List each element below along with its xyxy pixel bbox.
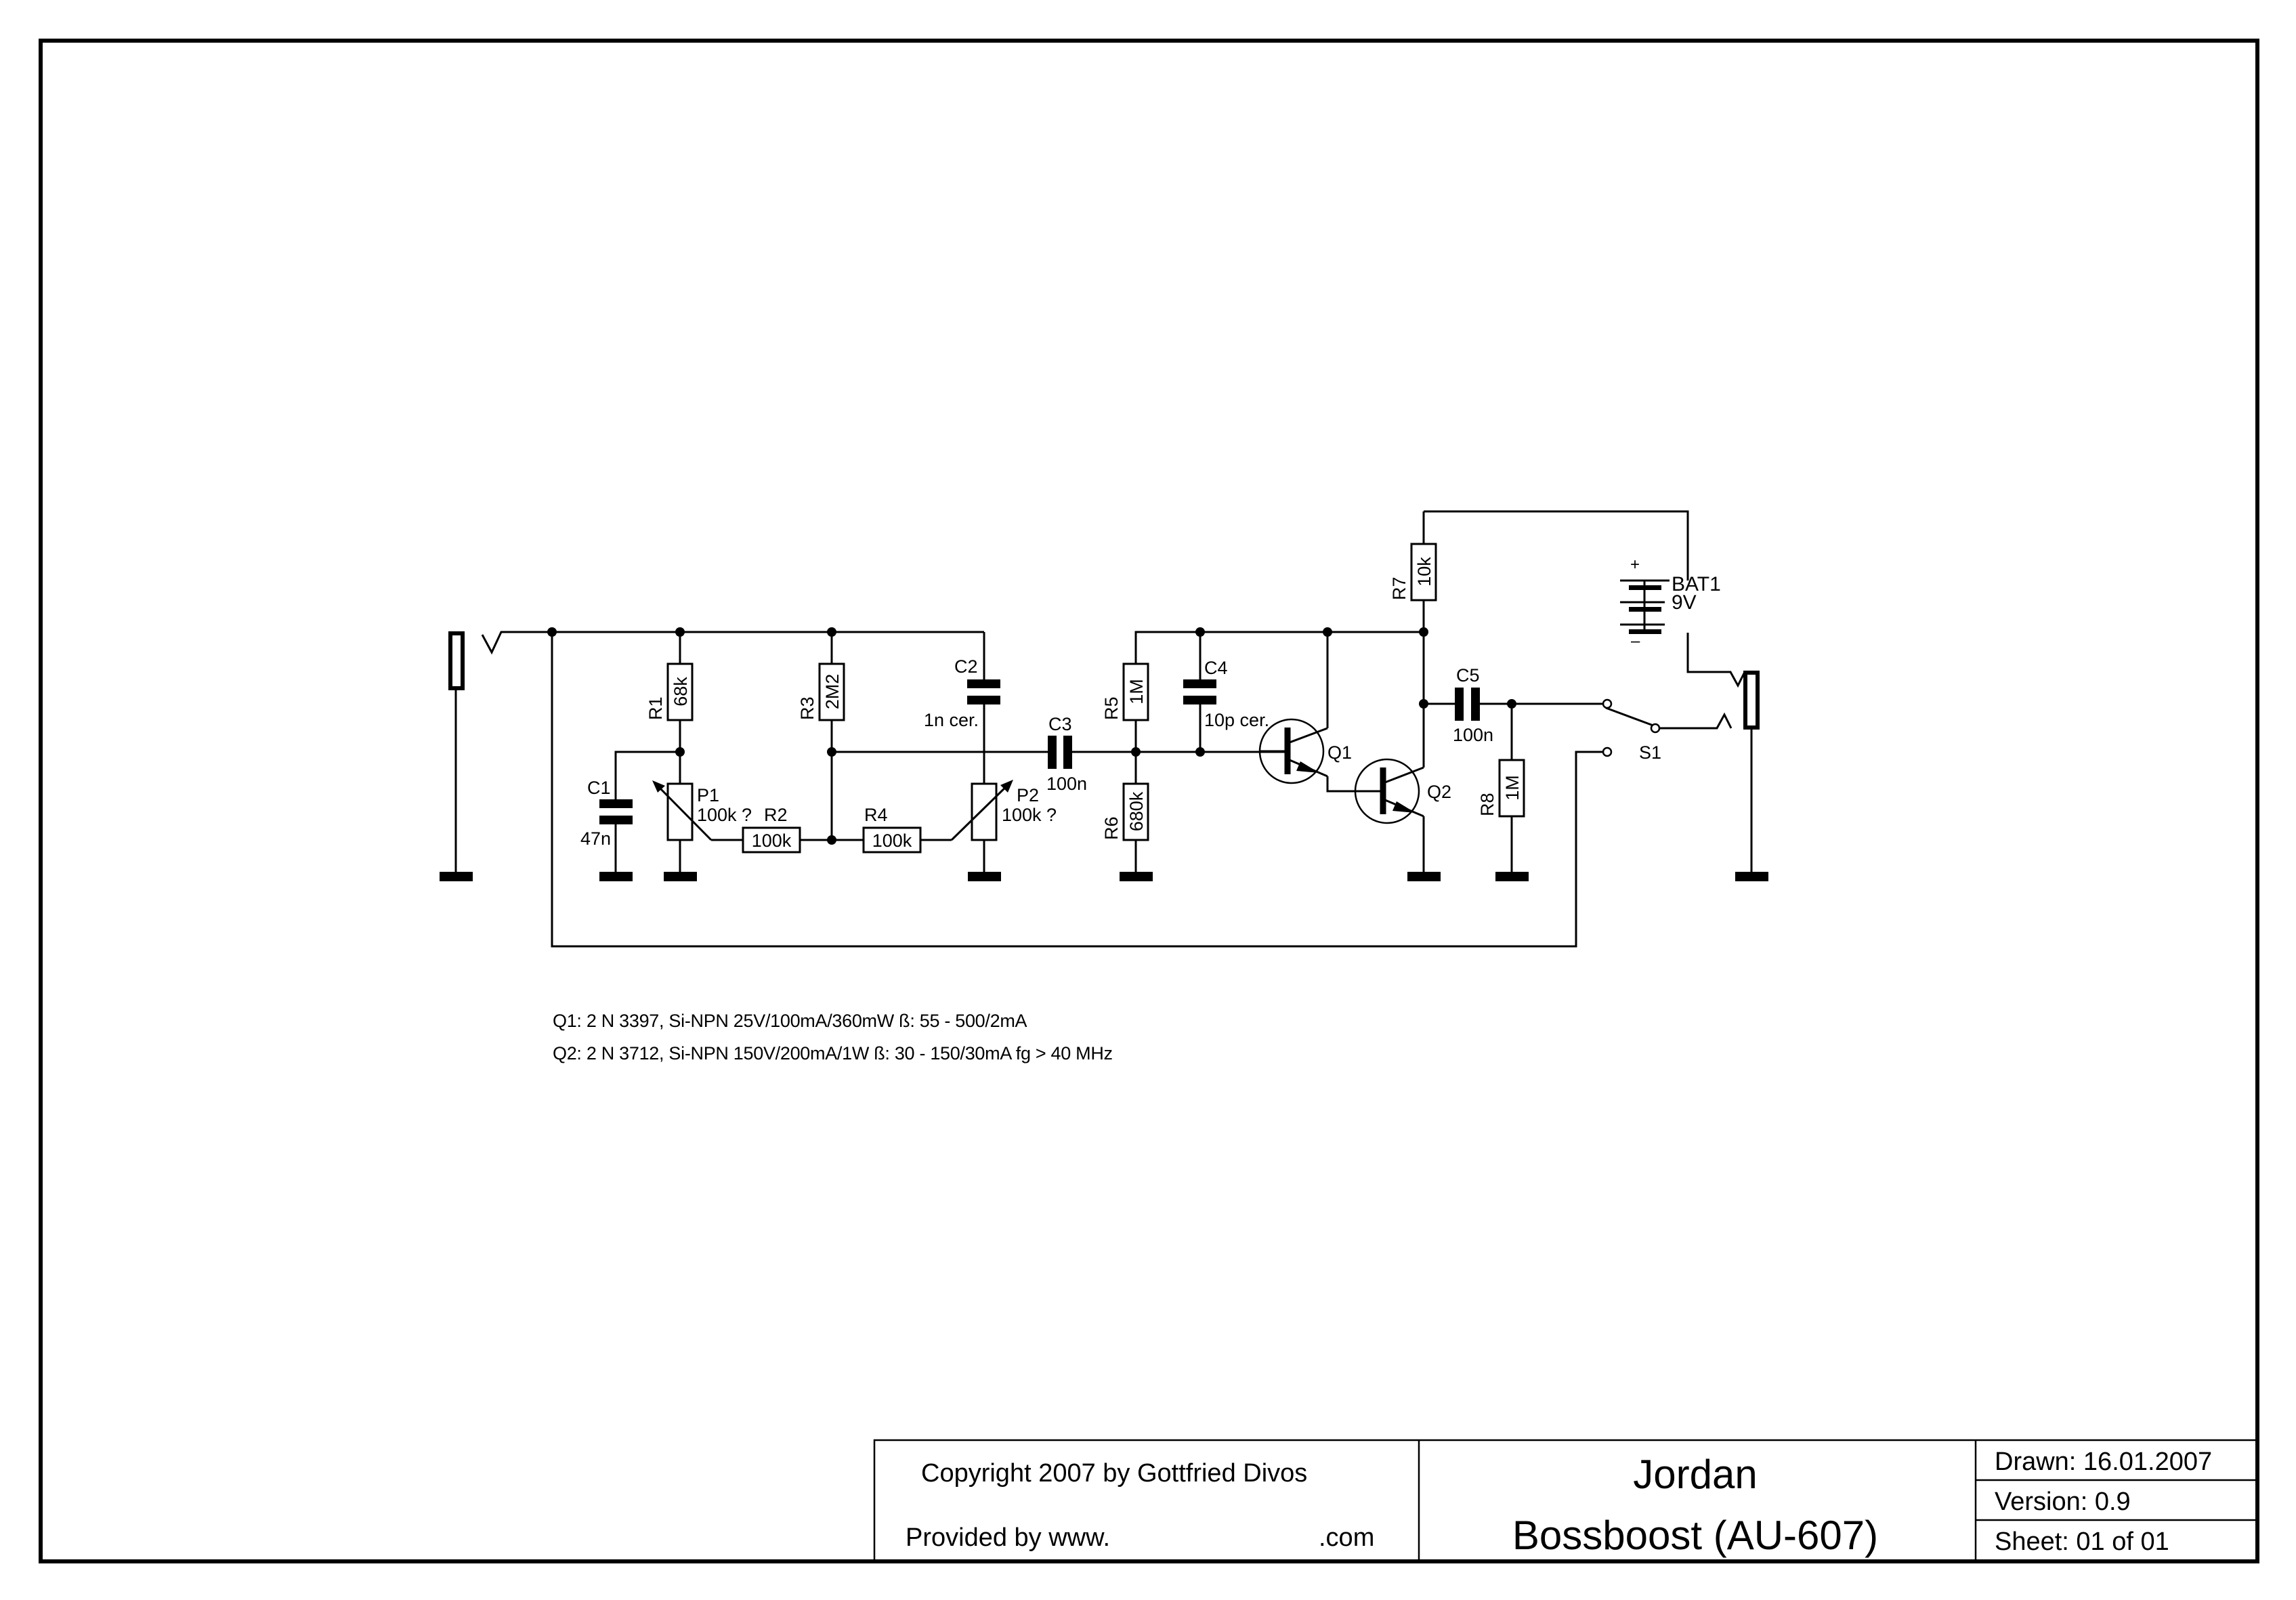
input-jack [448, 631, 465, 690]
copyright-text: Copyright 2007 by Gottfried Divos [921, 1459, 1307, 1488]
q2-ref: Q2 [1427, 782, 1451, 802]
title-block: Copyright 2007 by Gottfried Divos Provid… [873, 1439, 2259, 1563]
transistor-notes: Q1: 2 N 3397, Si-NPN 25V/100mA/360mW ß: … [553, 1011, 1113, 1064]
r5-ref: R5 [1101, 696, 1122, 720]
note-q2: Q2: 2 N 3712, Si-NPN 150V/200mA/1W ß: 30… [553, 1043, 1113, 1064]
resistor-r5: 1M R5 [1101, 662, 1149, 721]
title-line-2: Bossboost (AU-607) [1512, 1513, 1878, 1558]
r8-ref: R8 [1477, 793, 1497, 816]
resistor-r1: 68k R1 [645, 662, 694, 721]
jack-icon [448, 631, 465, 690]
r4-ref: R4 [864, 805, 888, 825]
c4-ref: C4 [1204, 658, 1228, 678]
provided-by-suffix: .com [1319, 1523, 1374, 1552]
s1-ref: S1 [1639, 742, 1661, 763]
switch-s1: S1 [1602, 698, 1661, 763]
capacitor-c3: C3 100n [1046, 714, 1087, 794]
junction-dots [547, 627, 1516, 845]
p1-ref: P1 [697, 785, 719, 805]
p1-value: 100k ? [697, 805, 752, 825]
resistor-r2: 100k R2 [742, 805, 801, 854]
ground-symbols [440, 872, 1768, 881]
transistor-q1: Q1 [1258, 718, 1352, 784]
r1-value: 68k [671, 677, 691, 707]
potentiometer-p2: P2 100k ? [950, 780, 1057, 841]
c2-value: 1n cer. [924, 710, 979, 730]
bat1-plus: + [1630, 555, 1640, 574]
c2-ref: C2 [954, 656, 978, 677]
bat1-value: 9V [1672, 591, 1697, 614]
r3-ref: R3 [797, 696, 817, 720]
note-q1: Q1: 2 N 3397, Si-NPN 25V/100mA/360mW ß: … [553, 1011, 1027, 1031]
capacitor-c2: C2 1n cer. [924, 656, 1000, 730]
r7-ref: R7 [1389, 576, 1409, 600]
resistor-r8: 1M R8 [1477, 759, 1525, 818]
resistor-r3: 2M2 R3 [797, 662, 845, 721]
r7-value: 10k [1414, 557, 1434, 587]
ground-icon [599, 872, 633, 881]
c5-value: 100n [1453, 725, 1493, 745]
capacitor-c1: C1 47n [580, 778, 633, 849]
ground-icon [1495, 872, 1529, 881]
potentiometer-p1: P1 100k ? [652, 780, 752, 841]
resistor-r7: 10k R7 [1389, 543, 1437, 602]
ground-icon [1120, 872, 1153, 881]
ground-icon [440, 872, 473, 881]
r3-value: 2M2 [822, 674, 843, 710]
provided-by-text: Provided by www. [906, 1523, 1110, 1552]
bat1-minus: – [1631, 632, 1640, 650]
drawn-date: Drawn: 16.01.2007 [1995, 1448, 2212, 1476]
p2-ref: P2 [1017, 785, 1039, 805]
ground-icon [1735, 872, 1768, 881]
capacitor-c5: C5 100n [1453, 665, 1493, 745]
r8-value: 1M [1502, 775, 1523, 801]
c5-ref: C5 [1456, 665, 1480, 686]
version: Version: 0.9 [1995, 1488, 2131, 1516]
capacitor-c4: C4 10p cer. [1183, 658, 1269, 730]
sheet-number: Sheet: 01 of 01 [1995, 1528, 2169, 1556]
r6-ref: R6 [1101, 816, 1122, 840]
r2-ref: R2 [764, 805, 788, 825]
title-line-1: Jordan [1633, 1452, 1757, 1497]
resistor-r6: 680k R6 [1101, 782, 1149, 841]
r5-value: 1M [1126, 679, 1147, 704]
battery-bat1: + – BAT1 9V [1620, 555, 1721, 650]
c3-value: 100n [1046, 774, 1087, 794]
ground-icon [1407, 872, 1441, 881]
r1-ref: R1 [645, 696, 666, 720]
ground-icon [968, 872, 1001, 881]
p2-value: 100k ? [1002, 805, 1057, 825]
transistor-q2: Q2 [1354, 758, 1451, 824]
resistor-r4: 100k R4 [862, 805, 922, 854]
c1-ref: C1 [587, 778, 611, 798]
c3-ref: C3 [1048, 714, 1072, 734]
ground-icon [664, 872, 697, 881]
r6-value: 680k [1126, 791, 1147, 831]
bat1-ref: BAT1 [1672, 573, 1721, 595]
c1-value: 47n [580, 828, 611, 849]
c4-value: 10p cer. [1204, 710, 1269, 730]
r4-value: 100k [872, 830, 912, 851]
r2-value: 100k [752, 830, 792, 851]
q1-ref: Q1 [1327, 742, 1352, 763]
jack-icon [1743, 671, 1760, 730]
output-jack [1743, 671, 1760, 730]
